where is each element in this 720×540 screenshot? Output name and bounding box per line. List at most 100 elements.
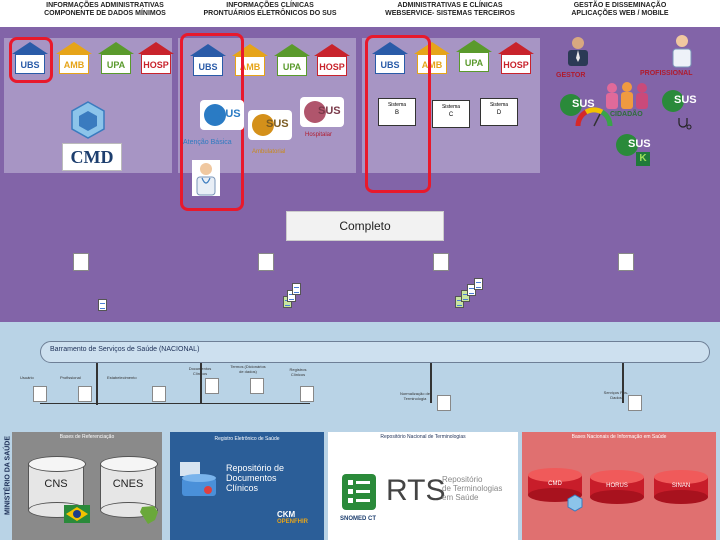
amb-icon: AMB [414, 42, 450, 76]
header-line: PRONTUÁRIOS ELETRÔNICOS DO SUS [203, 10, 337, 17]
system-label: Sistema [441, 104, 461, 110]
bus-connector-line [200, 363, 202, 403]
amb-label: AMB [417, 54, 447, 74]
bus-connector-line [430, 363, 432, 403]
service-registros: Registros Clínicos [289, 367, 307, 377]
esus-profissional-logo: SUS [658, 86, 702, 116]
upa-icon: UPA [98, 42, 134, 76]
service-bus-label: Barramento de Serviços de Saúde (NACIONA… [50, 346, 200, 353]
service-servicos: Serviços Pós-Dados [603, 390, 629, 400]
cube-small-icon [566, 494, 584, 512]
bus-connector-line [96, 363, 98, 405]
completo-label: Completo [339, 219, 391, 233]
connector-icon [78, 386, 92, 402]
hosp-icon: HOSP [498, 42, 534, 76]
ubs-label: UBS [15, 54, 45, 74]
rts-logo: RTS [386, 474, 446, 507]
service-estabelecimento: Estabelecimento [107, 375, 137, 380]
system-label: Sistema [387, 102, 407, 108]
service-normalizacao: Normalização de Terminologia [399, 391, 430, 401]
ubs-icon: UBS [12, 42, 48, 76]
hosp-icon: HOSP [138, 42, 174, 76]
header-webservice: ADMINISTRATIVAS E CLÍNICAS WEBSERVICE- S… [370, 2, 530, 18]
connector-icon [628, 395, 642, 411]
connector-icon [250, 378, 264, 394]
brazil-flag-icon [64, 505, 90, 523]
cnes-label: CNES [112, 478, 144, 490]
cidadao-group-icon [602, 80, 652, 110]
system-letter: B [394, 110, 399, 116]
header-clinicas: INFORMAÇÕES CLÍNICAS PRONTUÁRIOS ELETRÔN… [190, 2, 350, 18]
system-letter: C [448, 112, 454, 118]
header-line: APLICAÇÕES WEB / MOBILE [571, 10, 669, 17]
snomed-logo: SNOMED CT [340, 516, 376, 522]
horus-database: HORUS [590, 470, 644, 504]
esus-text: SUS [628, 138, 651, 150]
system-b-box: Sistema B [378, 98, 416, 126]
cmd-cube-icon [68, 100, 108, 140]
esus-hospitalar-logo: SUS [300, 97, 344, 127]
card-base-referenciacao-title: Bases de Referenciação [59, 434, 115, 440]
system-label: Sistema [489, 102, 509, 108]
atencao-basica-caption: Atenção Básica [183, 139, 232, 146]
document-icon [474, 278, 483, 290]
gauge-icon [574, 104, 614, 128]
ubs-icon: UBS [372, 42, 408, 76]
header-line: INFORMAÇÕES CLÍNICAS [226, 2, 314, 9]
document-icon [287, 290, 296, 302]
esus-text: SUS [218, 108, 241, 120]
stethoscope-icon [676, 116, 692, 132]
ckm-logo: CKM [277, 510, 296, 519]
esus-gestor-logo: SUS [556, 90, 600, 120]
connector-icon [300, 386, 314, 402]
profissional-caption: PROFISSIONAL [640, 70, 693, 77]
esus-text: SUS [572, 98, 595, 110]
hosp-label: HOSP [317, 56, 347, 76]
bus-branch-line [40, 403, 310, 404]
document-icon [461, 290, 470, 302]
brazil-map-icon [138, 504, 160, 526]
rts-checklist-icon [342, 474, 376, 510]
amb-icon: AMB [56, 42, 92, 76]
sinan-db-label: SINAN [671, 483, 691, 489]
esus-cidadao-logo: SUS [612, 130, 656, 160]
document-icon [292, 283, 301, 295]
connector-icon [152, 386, 166, 402]
esus-ab-logo: SUS [200, 100, 244, 130]
rts-subtitle: Repositório de Terminologias em Saúde [442, 475, 502, 502]
connector-icon [258, 253, 274, 271]
ubs-label: UBS [375, 54, 405, 74]
repositorio-icon [178, 460, 220, 504]
connector-icon [618, 253, 634, 271]
card-rts-title: Repositório Nacional de Terminologias [380, 434, 466, 440]
hosp-icon: HOSP [314, 44, 350, 78]
header-line: WEBSERVICE- SISTEMAS TERCEIROS [385, 10, 515, 17]
cidadao-caption: CIDADÃO [610, 111, 643, 118]
gestor-caption: GESTOR [556, 72, 586, 79]
service-termos: Termos (Dicionários de dados) [230, 364, 266, 374]
upa-label: UPA [101, 54, 131, 74]
connector-icon [437, 395, 451, 411]
hosp-label: HOSP [141, 54, 171, 74]
header-administrativas: INFORMAÇÕES ADMINISTRATIVAS COMPONENTE D… [20, 2, 190, 18]
sinan-database: SINAN [654, 470, 708, 504]
service-bus [40, 341, 710, 363]
card-registro-eletronico-title: Registro Eletrônico de Saúde [214, 436, 280, 442]
highlight-ubs [9, 37, 53, 83]
connector-icon [433, 253, 449, 271]
doctor-icon [192, 160, 220, 196]
header-gestao: GESTÃO E DISSEMINAÇÃO APLICAÇÕES WEB / M… [545, 2, 695, 18]
connector-icon [33, 386, 47, 402]
service-usuario: Usuário [20, 375, 34, 380]
document-icon [455, 296, 464, 308]
header-line: COMPONENTE DE DADOS MÍNIMOS [44, 10, 166, 17]
profissional-icon [668, 32, 696, 68]
ubs-icon: UBS [190, 44, 226, 78]
repositorio-title: Repositório de Documentos Clínicos [226, 463, 284, 493]
repositorio-line: Documentos [226, 473, 277, 483]
ministerio-label: MINISTÉRIO DA SAÚDE [4, 435, 12, 516]
esus-ambulatorial-logo: SUS [248, 110, 292, 140]
openfhir-logo: OPENFHIR [277, 519, 309, 525]
card-bases-nacionais-title: Bases Nacionais de Informação em Saúde [571, 434, 667, 440]
ubs-label: UBS [193, 56, 223, 76]
